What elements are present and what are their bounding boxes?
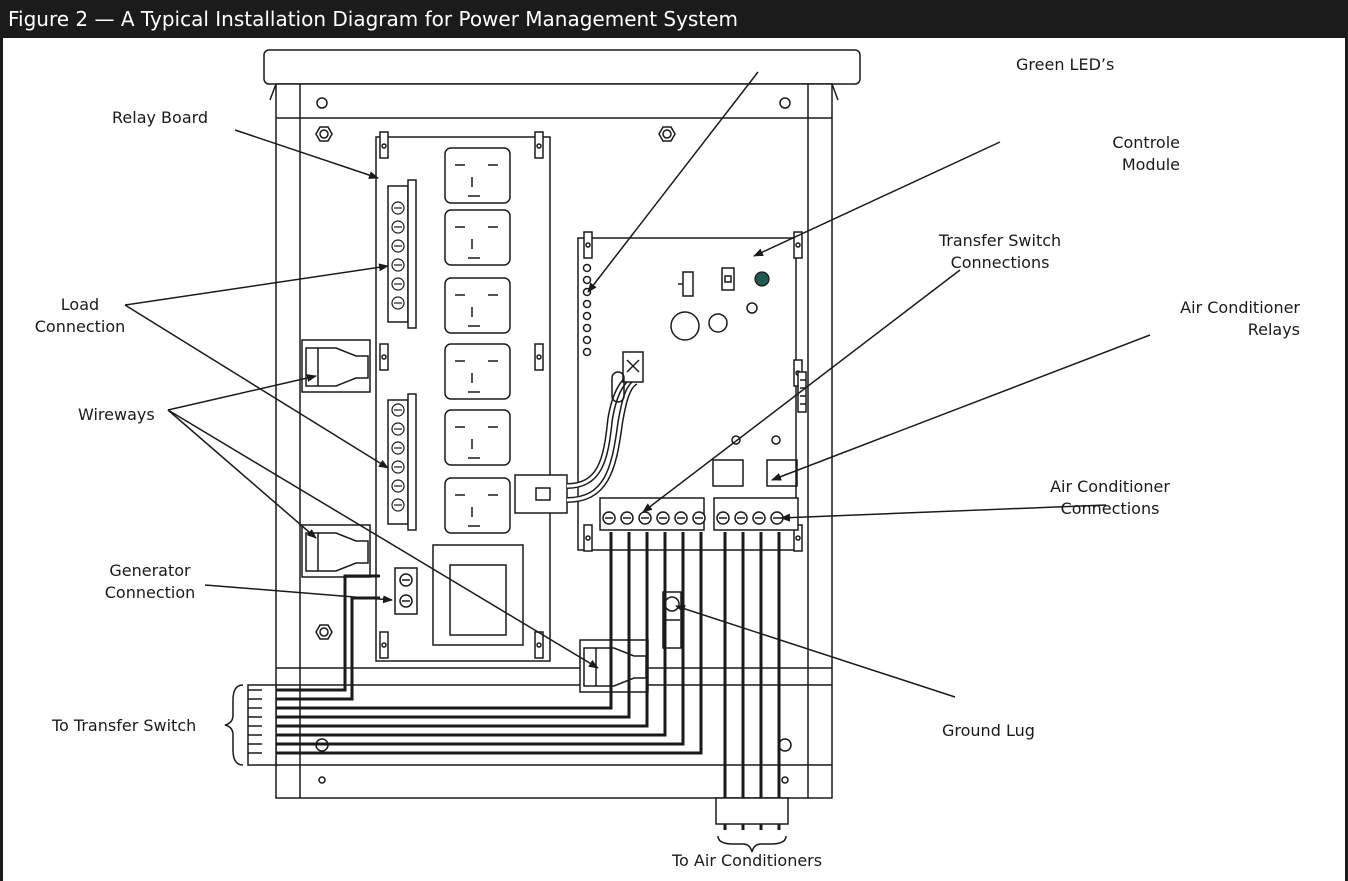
label-wireways: Wireways bbox=[78, 405, 155, 424]
relays bbox=[444, 147, 511, 534]
label-load-connection: Load Connection bbox=[20, 294, 140, 338]
status-led bbox=[754, 271, 770, 287]
label-control-module-line2: Module bbox=[1121, 155, 1180, 174]
installation-diagram bbox=[124, 49, 1151, 853]
figure-title: Figure 2 — A Typical Installation Diagra… bbox=[8, 7, 738, 31]
label-control-module: Controle Module bbox=[1060, 132, 1180, 176]
label-ground-lug: Ground Lug bbox=[942, 721, 1035, 740]
label-air-conditioner-connections-line2: Connections bbox=[1060, 499, 1160, 518]
generator-terminal-block bbox=[394, 567, 418, 615]
label-transfer-switch-connections-line2: Connections bbox=[950, 253, 1050, 272]
load-terminal-screws bbox=[391, 201, 405, 512]
transfer-switch-wires bbox=[276, 532, 703, 755]
label-relay-board: Relay Board bbox=[112, 108, 209, 127]
label-control-module-line1: Controle bbox=[1112, 133, 1180, 152]
air-conditioner-bundle bbox=[715, 797, 789, 853]
label-air-conditioner-relays-line1: Air Conditioner bbox=[1180, 298, 1300, 317]
mounting-nuts bbox=[315, 126, 676, 640]
label-load-connection-line1: Load bbox=[60, 295, 100, 314]
label-generator-connection-line2: Connection bbox=[104, 583, 196, 602]
label-transfer-switch-connections: Transfer Switch Connections bbox=[900, 230, 1100, 274]
label-load-connection-line2: Connection bbox=[34, 317, 126, 336]
label-generator-connection-line1: Generator bbox=[109, 561, 191, 580]
label-green-leds: Green LED’s bbox=[1016, 55, 1115, 74]
label-to-transfer-switch: To Transfer Switch bbox=[52, 716, 197, 735]
label-air-conditioner-relays-line2: Relays bbox=[1247, 320, 1300, 339]
label-generator-connection: Generator Connection bbox=[90, 560, 210, 604]
figure-title-bar: Figure 2 — A Typical Installation Diagra… bbox=[0, 0, 1348, 38]
air-conditioner-wires bbox=[723, 532, 781, 830]
cable-harness bbox=[514, 351, 644, 514]
transfer-switch-bundle bbox=[224, 684, 277, 766]
label-air-conditioner-connections-line1: Air Conditioner bbox=[1050, 477, 1170, 496]
label-transfer-switch-connections-line1: Transfer Switch bbox=[938, 231, 1062, 250]
label-air-conditioner-connections: Air Conditioner Connections bbox=[1010, 476, 1210, 520]
leader-arrows bbox=[124, 71, 1151, 698]
label-air-conditioner-relays: Air Conditioner Relays bbox=[1100, 297, 1300, 341]
connection-terminal-strips bbox=[599, 497, 799, 531]
label-to-air-conditioners: To Air Conditioners bbox=[672, 851, 823, 870]
